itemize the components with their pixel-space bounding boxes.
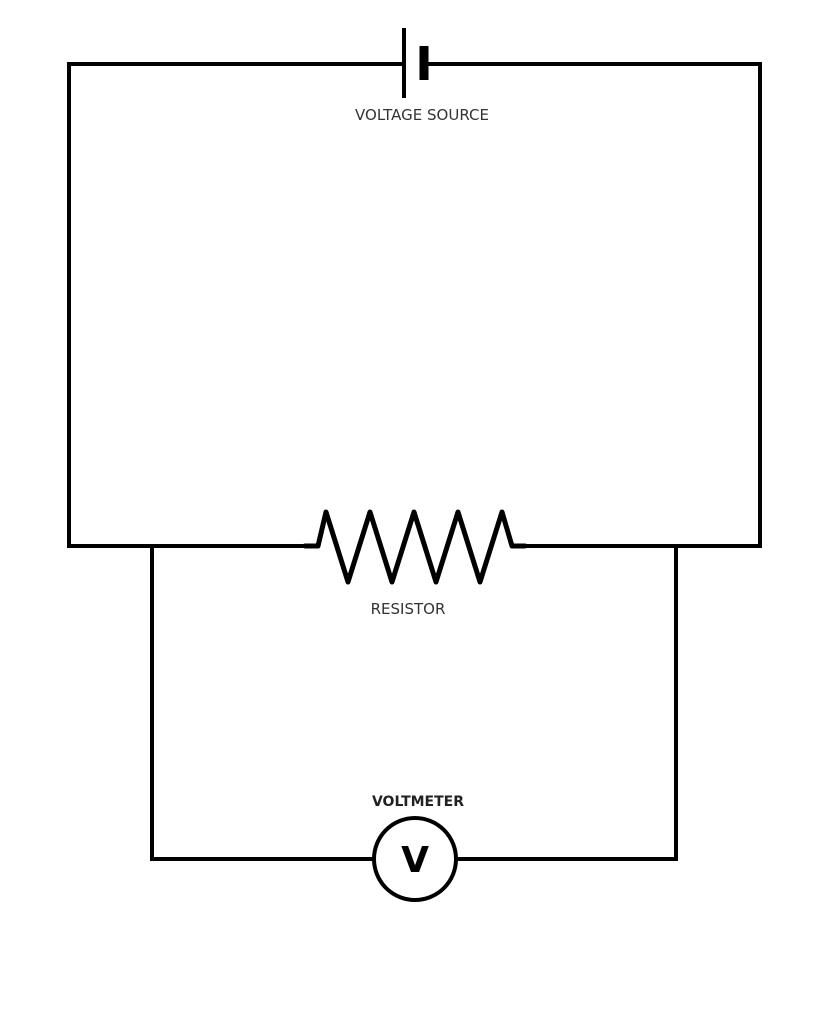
voltmeter-circle [372,816,458,902]
voltmeter-label: VOLTMETER [372,794,464,810]
battery-icon [402,28,429,98]
voltmeter-letter: V [401,840,429,881]
resistor-icon [302,509,528,585]
resistor-label: RESISTOR [371,600,446,618]
voltmeter-icon: V [372,816,458,902]
voltage-source-label: VOLTAGE SOURCE [355,106,489,124]
voltmeter-branch-wires [150,544,678,861]
main-loop-wires [67,62,762,548]
